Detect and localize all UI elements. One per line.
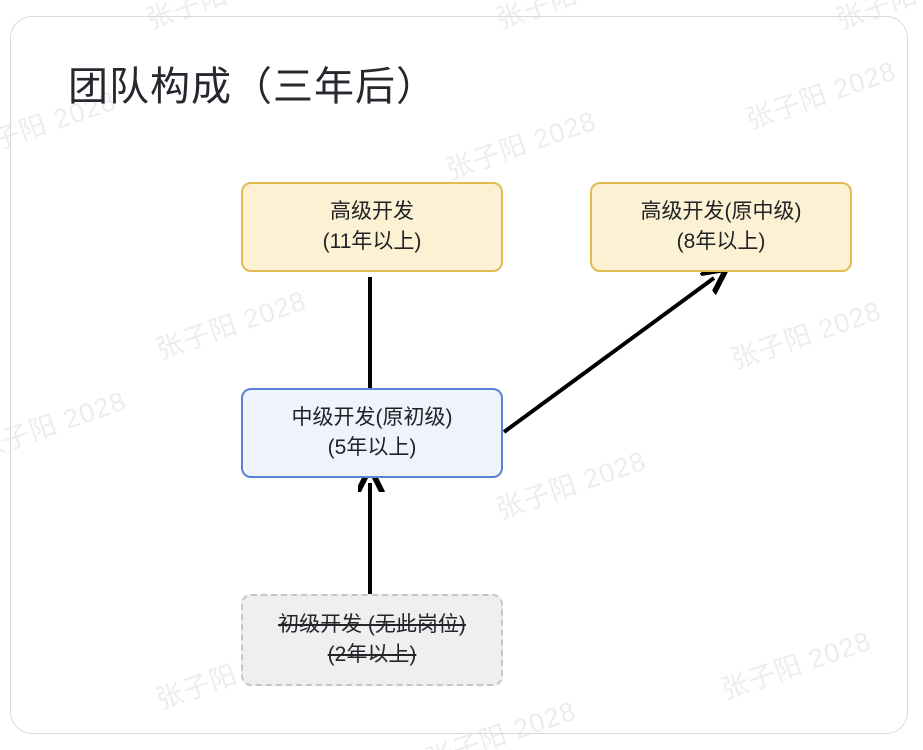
- node-senior-developer-11y[interactable]: 高级开发 (11年以上): [241, 182, 503, 272]
- node-mid-developer-former-junior[interactable]: 中级开发(原初级) (5年以上): [241, 388, 503, 478]
- node-subtitle-line: (11年以上): [322, 230, 422, 253]
- node-title-line: 高级开发(原中级): [640, 199, 802, 223]
- node-subtitle-line: (8年以上): [676, 230, 766, 253]
- card-frame: [10, 16, 908, 734]
- node-subtitle-line: (2年以上): [327, 643, 417, 666]
- node-junior-developer-removed[interactable]: 初级开发 (无此岗位) (2年以上): [241, 594, 503, 686]
- node-title-line: 高级开发: [330, 199, 414, 223]
- page-title: 团队构成（三年后）: [68, 65, 437, 109]
- node-title-line: 初级开发 (无此岗位): [278, 612, 466, 636]
- node-title-line: 中级开发(原初级): [291, 405, 453, 429]
- node-subtitle-line: (5年以上): [327, 436, 417, 459]
- node-senior-developer-former-mid[interactable]: 高级开发(原中级) (8年以上): [590, 182, 852, 272]
